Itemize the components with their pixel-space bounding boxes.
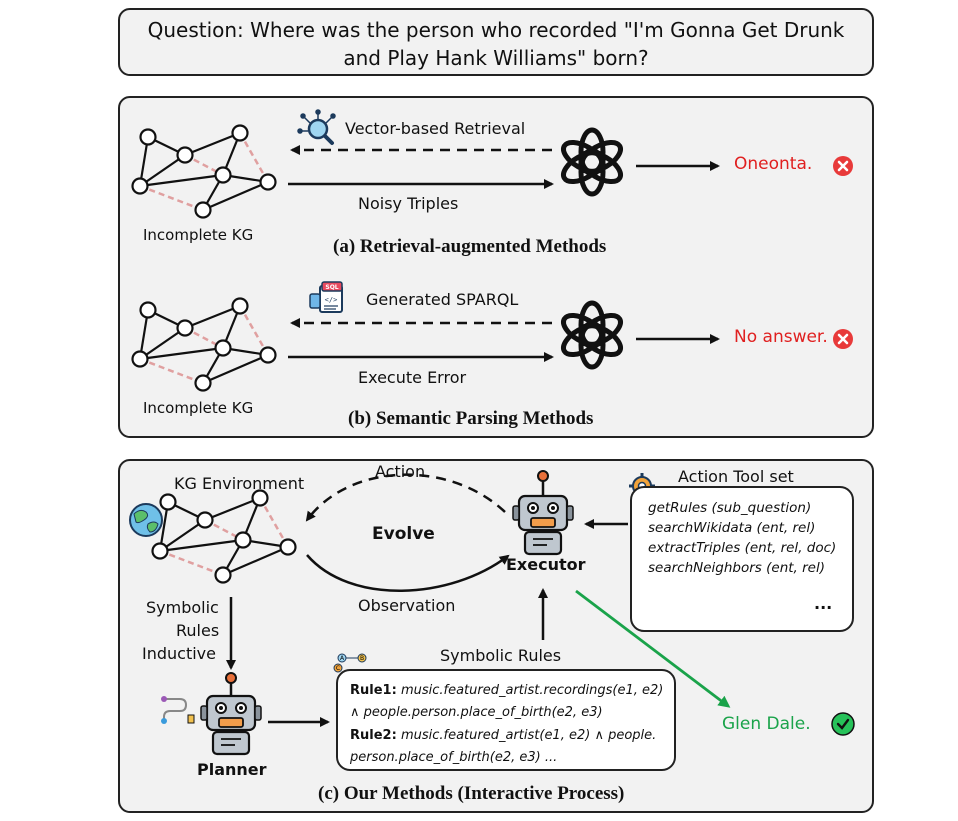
planner-label: Planner (197, 760, 267, 779)
noisy-triples-label: Noisy Triples (358, 194, 459, 213)
observation-label: Observation (358, 596, 456, 615)
sql-badge-text: SQL (325, 284, 338, 291)
rule2-line-2: person.place_of_birth(e2, e3) ... (350, 750, 557, 765)
caption-b: (b) Semantic Parsing Methods (348, 408, 594, 429)
magnifier-icon (297, 109, 336, 145)
tools-more: ... (814, 594, 833, 613)
rule1-line-1: Rule1: music.featured_artist.recordings(… (350, 683, 663, 698)
rule-icon-letter-b1: B (360, 655, 364, 662)
arrow-action-dashed (305, 473, 506, 522)
executor-label: Executor (506, 555, 586, 574)
rule1-part-1: music.featured_artist.recordings(e1, e2) (400, 683, 664, 698)
symbolic-inductive-line-1: Symbolic (146, 598, 219, 617)
planner-robot-icon (200, 672, 262, 756)
symbolic-rules-box: Rule1: music.featured_artist.recordings(… (336, 669, 676, 771)
rule1-label: Rule1: (350, 683, 397, 698)
caption-a: (a) Retrieval-augmented Methods (333, 236, 607, 257)
symbolic-inductive-line-2: Rules (176, 621, 220, 640)
sql-document-icon: SQL </> (309, 281, 343, 313)
tool-search-neighbors: searchNeighbors (ent, rel) (648, 560, 826, 576)
caption-c: (c) Our Methods (Interactive Process) (318, 783, 625, 804)
tool-search-wikidata: searchWikidata (ent, rel) (648, 520, 816, 536)
kg-graph-c (151, 489, 297, 584)
arrow-observation (306, 554, 510, 592)
rule-icon-letter-c: C (336, 665, 340, 672)
rule1-line-2: ∧ people.person.place_of_birth(e2, e3) (350, 705, 603, 720)
rule1-part-2: ∧ people.person.place_of_birth(e2, e3) (350, 705, 603, 720)
rule2-part-2: person.place_of_birth(e2, e3) ... (350, 750, 558, 765)
kg-label-a: Incomplete KG (143, 226, 254, 244)
answer-b: No answer. (734, 327, 828, 347)
sql-code-glyph: </> (325, 296, 338, 304)
sparql-label: Generated SPARQL (366, 290, 519, 309)
arrow-answer-c (575, 589, 731, 708)
kg-graph-a (131, 124, 277, 219)
question-line-2: and Play Hank Williams" born? (343, 46, 649, 70)
kg-environment-label: KG Environment (174, 474, 305, 493)
symbolic-rules-label: Symbolic Rules (440, 646, 562, 665)
action-toolset-box: getRules (sub_question) searchWikidata (… (630, 486, 854, 632)
answer-c: Glen Dale. (722, 714, 811, 734)
kg-graph-b (131, 297, 277, 392)
question-box: Question: Where was the person who recor… (118, 8, 874, 76)
rule2-part-1: music.featured_artist(e1, e2) ∧ people. (400, 728, 657, 743)
execute-error-label: Execute Error (358, 368, 467, 387)
globe-icon (129, 503, 163, 537)
panel-ab-box (118, 96, 874, 438)
rule2-label: Rule2: (350, 728, 397, 743)
answer-a: Oneonta. (734, 154, 813, 174)
action-label: Action (375, 462, 426, 481)
rule2-line-1: Rule2: music.featured_artist(e1, e2) ∧ p… (350, 728, 656, 743)
question-line-1: Question: Where was the person who recor… (147, 18, 845, 42)
check-icon (831, 712, 855, 736)
tool-get-rules: getRules (sub_question) (648, 500, 812, 516)
wrong-icon-b (833, 329, 853, 349)
toolset-title: Action Tool set (678, 467, 794, 486)
evolve-label: Evolve (372, 524, 435, 544)
llm-icon-a (561, 127, 623, 197)
executor-robot-icon (512, 470, 574, 556)
retrieval-label: Vector-based Retrieval (345, 119, 526, 138)
kg-label-b: Incomplete KG (143, 399, 254, 417)
tool-extract-triples: extractTriples (ent, rel, doc) (648, 540, 837, 556)
symbolic-inductive-line-3: Inductive (142, 644, 216, 663)
path-icon (161, 696, 195, 724)
rule-icon-letter-a1: A (340, 655, 345, 662)
llm-icon-b (561, 300, 623, 370)
wrong-icon-a (833, 156, 853, 176)
